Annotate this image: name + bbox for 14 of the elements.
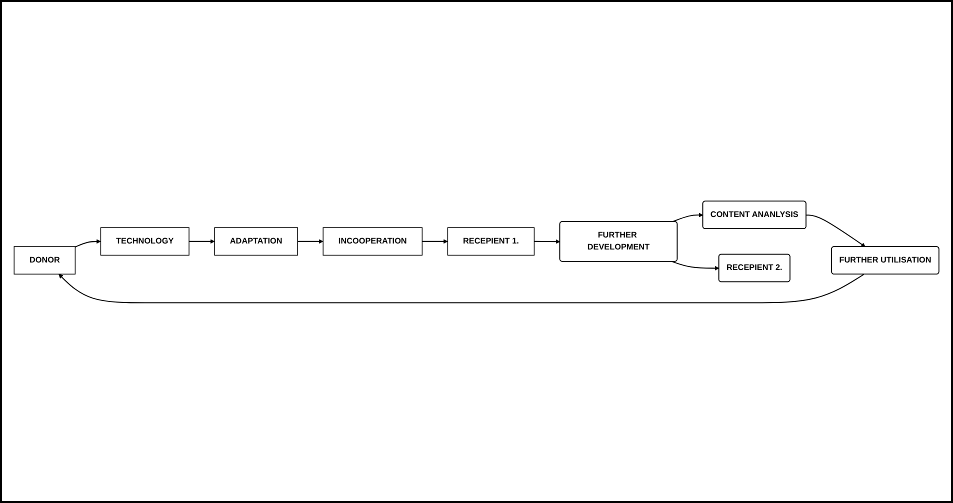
node-box: RECEPIENT 1.	[447, 226, 535, 256]
arrow	[298, 238, 324, 244]
arrow	[189, 238, 215, 244]
arrow	[74, 238, 101, 248]
arrow	[672, 212, 704, 222]
arrow	[534, 238, 560, 244]
arrow	[806, 214, 866, 247]
arrow	[422, 238, 448, 244]
node-box: DONOR	[14, 246, 76, 274]
node-box: ADAPTATION	[214, 226, 298, 256]
arrow	[58, 274, 864, 303]
arrow	[672, 260, 720, 270]
node-box: INCOOPERATION	[322, 226, 423, 256]
node-box: TECHNOLOGY	[100, 226, 190, 256]
